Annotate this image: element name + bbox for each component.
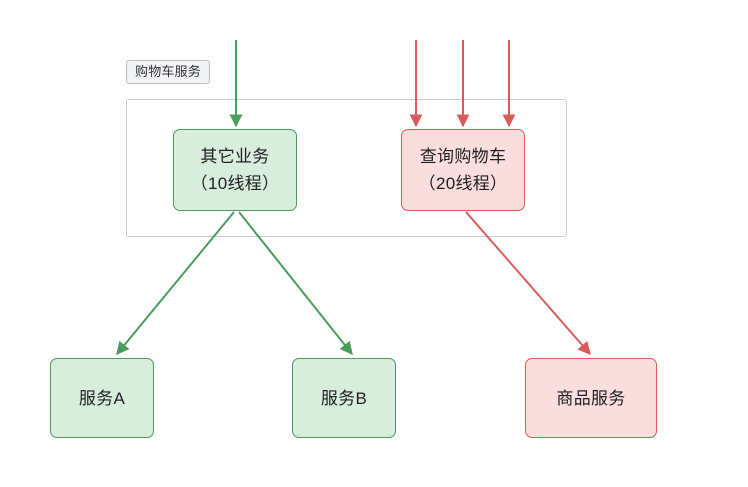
node-query-cart-line1: 查询购物车 [419, 147, 507, 166]
node-other-biz-line2: （10线程） [190, 174, 280, 193]
node-other-biz-line1: 其它业务 [200, 147, 270, 166]
node-service-a-label: 服务A [78, 388, 126, 408]
node-query-cart[interactable]: 查询购物车 （20线程） [401, 129, 525, 211]
node-service-a[interactable]: 服务A [50, 358, 154, 438]
node-product-service-label: 商品服务 [556, 388, 626, 408]
node-product-service[interactable]: 商品服务 [525, 358, 657, 438]
subgraph-label-cart-service: 购物车服务 [126, 60, 211, 84]
node-service-b-label: 服务B [320, 388, 368, 408]
node-other-biz[interactable]: 其它业务 （10线程） [173, 129, 297, 211]
node-query-cart-line2: （20线程） [418, 174, 508, 193]
node-service-b[interactable]: 服务B [292, 358, 396, 438]
